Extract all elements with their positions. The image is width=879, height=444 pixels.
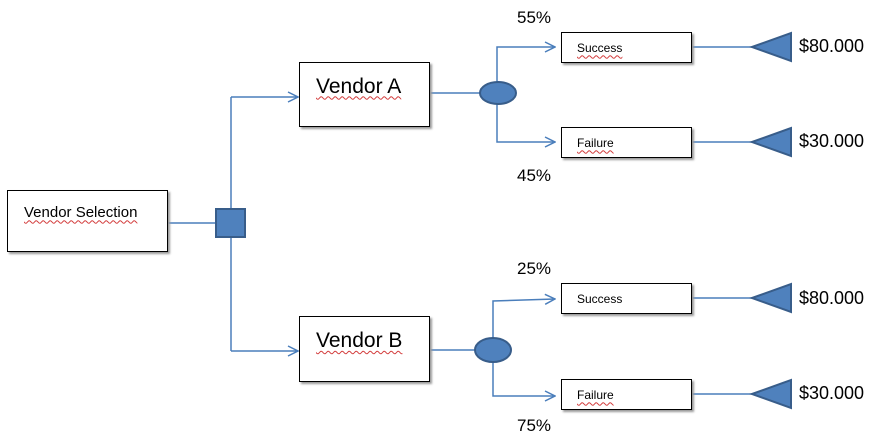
root-node-box: Vendor Selection — [7, 190, 168, 252]
chance-node-vendor-b — [474, 337, 512, 363]
probability-a-success: 55% — [517, 8, 552, 27]
payoff-a-success: $80.000 — [799, 36, 865, 56]
arrow-a-failure — [496, 104, 555, 142]
arrow-b-success — [492, 299, 555, 338]
root-node-label: Vendor Selection — [24, 203, 138, 221]
payoff-triangle-a-success — [749, 31, 792, 63]
vendor-a-box: Vendor A — [299, 62, 430, 127]
chance-node-vendor-a — [479, 81, 517, 105]
payoff-b-success: $80.000 — [799, 288, 865, 308]
vendor-b-box: Vendor B — [299, 316, 430, 382]
vendor-a-label-text: Vendor A — [316, 74, 402, 98]
payoff-a-failure: $30.000 — [799, 131, 865, 151]
payoff-b-failure: $30.000 — [799, 383, 865, 403]
outcome-b-failure-box: Failure — [561, 379, 692, 410]
payoff-triangle-a-failure — [749, 126, 792, 158]
vendor-b-label: Vendor B — [300, 329, 402, 353]
probability-a-failure: 45% — [517, 166, 552, 185]
probability-b-success: 25% — [517, 259, 552, 278]
outcome-a-failure-label: Failure — [577, 135, 614, 150]
arrow-a-success — [496, 47, 555, 82]
vendor-b-label-text: Vendor B — [316, 329, 403, 352]
payoff-triangle-b-success — [749, 282, 792, 314]
outcome-a-failure-box: Failure — [561, 127, 692, 158]
outcome-a-success-label: Success — [577, 40, 623, 55]
outcome-b-success-label: Success — [577, 291, 623, 306]
decision-node-square — [215, 208, 246, 238]
vendor-a-label: Vendor A — [300, 75, 401, 99]
payoff-triangle-b-failure — [749, 378, 792, 410]
probability-b-failure: 75% — [517, 416, 552, 435]
outcome-b-failure-label: Failure — [577, 387, 614, 402]
arrow-b-failure — [492, 362, 555, 396]
outcome-b-success-box: Success — [561, 283, 692, 314]
outcome-a-success-box: Success — [561, 32, 692, 63]
